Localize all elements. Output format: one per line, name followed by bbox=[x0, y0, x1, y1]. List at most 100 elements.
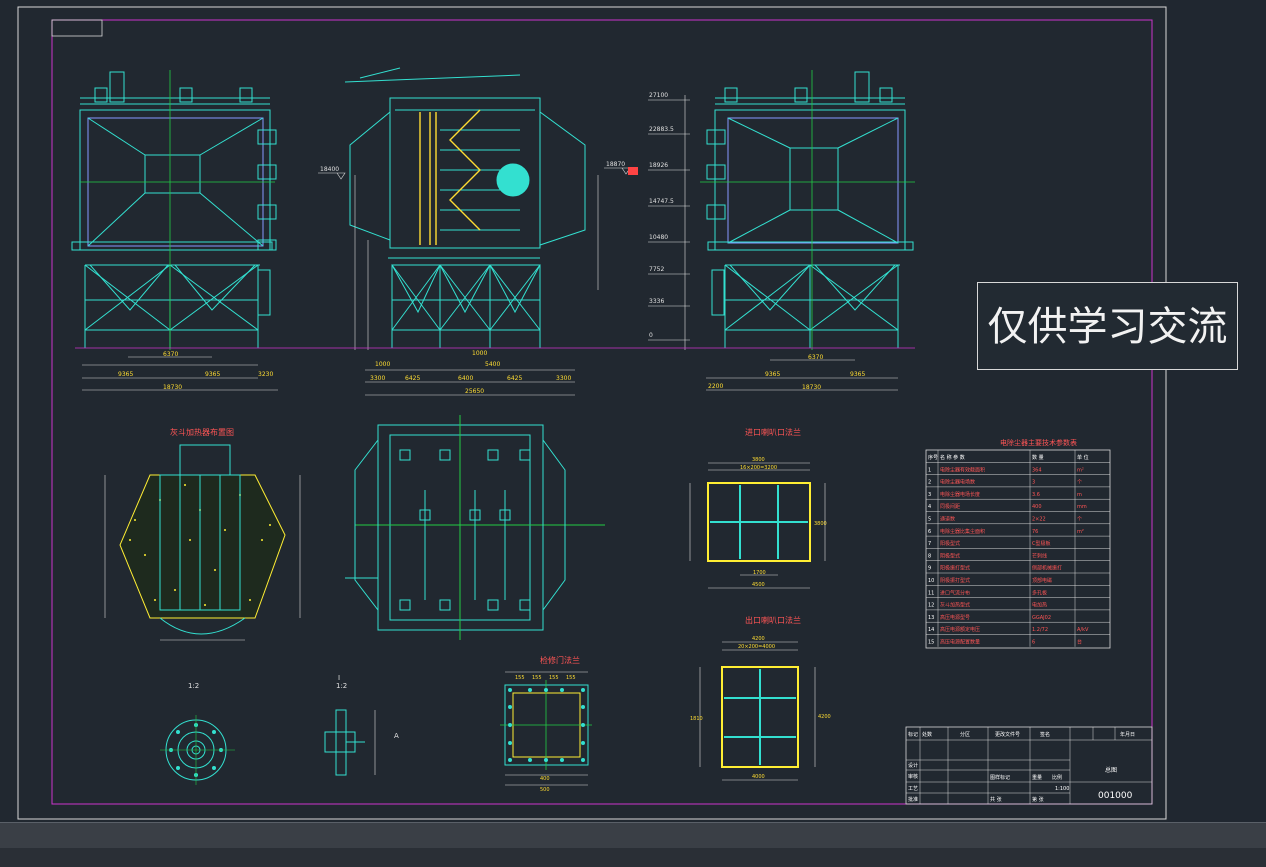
params-cell: m² bbox=[1077, 529, 1084, 535]
dim-text: 6370 bbox=[163, 351, 178, 358]
elevation-label: 10480 bbox=[649, 234, 668, 241]
params-cell: C型极板 bbox=[1032, 540, 1051, 547]
side-view-ladder bbox=[419, 109, 481, 245]
params-cell: 进口气流分布 bbox=[940, 589, 970, 596]
dim-text: 18730 bbox=[163, 384, 182, 391]
drawing-number: 001000 bbox=[1098, 791, 1133, 801]
params-cell: 76 bbox=[1032, 529, 1038, 535]
params-cell: 灰斗加热型式 bbox=[940, 602, 970, 609]
side-view-dims bbox=[354, 175, 599, 396]
params-cell: 同极间距 bbox=[940, 503, 960, 510]
left-elevation-centerlines bbox=[80, 70, 275, 350]
section-label: A bbox=[394, 732, 399, 740]
plan-view bbox=[345, 415, 605, 640]
cad-status-bar bbox=[0, 848, 1266, 867]
right-elevation-dim-text: 2200 9365 9365 18730 6370 bbox=[708, 354, 865, 391]
title-cell: 更改文件号 bbox=[995, 731, 1020, 738]
params-cell: 3 bbox=[1032, 480, 1035, 486]
dim-text: 3800 bbox=[814, 521, 827, 527]
params-header-cell: 名 称 参 数 bbox=[940, 454, 965, 461]
dim-text: 3300 bbox=[556, 375, 571, 382]
params-cell: 13 bbox=[928, 615, 934, 621]
section-label: 1:2 bbox=[188, 682, 199, 690]
params-table-title: 电除尘器主要技术参数表 bbox=[1000, 438, 1077, 447]
params-cell: 电除尘器有效截面积 bbox=[940, 466, 985, 473]
inlet-flange-view: 3800 16×200=3200 3800 1700 4500 bbox=[689, 457, 827, 589]
side-view-dim-text: 3300 6425 6400 6425 3300 25650 5400 1000… bbox=[370, 350, 571, 395]
hopper-detail-title: 灰斗加热器布置图 bbox=[170, 427, 234, 437]
elevation-label: 22883.5 bbox=[649, 126, 674, 133]
params-cell: 电除尘器电场长度 bbox=[940, 491, 980, 498]
small-flange-title: 检修门法兰 bbox=[540, 655, 580, 665]
title-cell: 工艺 bbox=[908, 786, 918, 792]
title-cell: 处数 bbox=[922, 731, 932, 738]
title-cell: 共 张 bbox=[990, 796, 1002, 803]
params-cell: 4 bbox=[928, 504, 931, 510]
drawing-name: 总图 bbox=[1105, 766, 1117, 774]
params-cell: 8 bbox=[928, 553, 931, 559]
params-cell: 9 bbox=[928, 566, 931, 572]
params-cell: 14 bbox=[928, 627, 934, 633]
params-cell: 12 bbox=[928, 603, 934, 609]
params-cell: 个 bbox=[1077, 480, 1082, 486]
params-cell: 400 bbox=[1032, 504, 1042, 510]
dim-text: 155 bbox=[549, 675, 559, 681]
section-label: I bbox=[338, 674, 340, 682]
left-elevation-dim-text: 6370 9365 9365 3230 18730 bbox=[118, 351, 273, 391]
params-cell: 1 bbox=[928, 467, 931, 473]
elevation-label: 18870 bbox=[606, 161, 625, 168]
bolt-detail-view: 1:2 bbox=[160, 682, 235, 785]
elevation-label: 18400 bbox=[320, 166, 339, 173]
dim-text: 1000 bbox=[472, 350, 487, 357]
params-cell: 3 bbox=[928, 492, 931, 498]
dim-text: 1000 bbox=[375, 361, 390, 368]
params-header-cell: 单 位 bbox=[1077, 454, 1089, 461]
params-cell: m² bbox=[1077, 467, 1084, 473]
dim-text: 3800 bbox=[752, 457, 765, 463]
section-detail-view: I 1:2 A bbox=[324, 674, 399, 776]
elevation-label: 27100 bbox=[649, 92, 668, 99]
dim-text: 155 bbox=[566, 675, 576, 681]
dim-text: 4000 bbox=[752, 774, 765, 780]
outlet-flange-title: 出口喇叭口法兰 bbox=[745, 615, 801, 625]
cad-command-bar[interactable] bbox=[0, 822, 1266, 849]
title-cell: 年月日 bbox=[1120, 731, 1135, 738]
elevation-label: 14747.5 bbox=[649, 198, 674, 205]
workspace-right-margin bbox=[1168, 0, 1266, 822]
params-cell: 高压电源额定电压 bbox=[940, 626, 980, 633]
dim-text: 3300 bbox=[370, 375, 385, 382]
outlet-flange-view: 4200 20×200=4000 4200 4000 1810 bbox=[690, 636, 831, 781]
title-cell: 标记 bbox=[908, 731, 918, 738]
dim-text: 9365 bbox=[205, 371, 220, 378]
dim-text: 4200 bbox=[752, 636, 765, 642]
params-cell: 15 bbox=[928, 640, 934, 646]
left-elevation-view bbox=[71, 71, 277, 348]
params-cell: 台 bbox=[1077, 639, 1082, 646]
dim-text: 9365 bbox=[118, 371, 133, 378]
dim-text: 6370 bbox=[808, 354, 823, 361]
params-header-cell: 序号 bbox=[928, 454, 938, 461]
title-cell: 第 张 bbox=[1032, 796, 1044, 803]
params-cell: 侧部机械振打 bbox=[1032, 565, 1062, 572]
left-elevation-dims bbox=[82, 356, 278, 391]
scale-value: 1:100 bbox=[1055, 786, 1069, 792]
elevation-label: 18926 bbox=[649, 162, 668, 169]
params-cell: A/kV bbox=[1077, 627, 1089, 633]
elevation-column: 27100 22883.5 18926 14747.5 10480 7752 3… bbox=[648, 92, 690, 350]
elevation-label: 3336 bbox=[649, 298, 664, 305]
dim-text: 18730 bbox=[802, 384, 821, 391]
params-cell: 6 bbox=[1032, 640, 1035, 646]
title-cell: 比例 bbox=[1052, 774, 1062, 781]
params-cell: 10 bbox=[928, 578, 934, 584]
elevation-label: 7752 bbox=[649, 266, 664, 273]
dim-text: 2200 bbox=[708, 383, 723, 390]
side-elevation-view bbox=[344, 67, 586, 348]
title-block: 标记 处数 分区 更改文件号 签名 年月日 设计 审核 工艺 批准 图样标记 重… bbox=[905, 726, 1153, 805]
params-cell: 7 bbox=[928, 541, 931, 547]
params-cell: 多孔板 bbox=[1032, 589, 1047, 596]
elevation-label: 0 bbox=[649, 332, 653, 339]
right-elevation-dims bbox=[706, 359, 898, 391]
params-cell: 阴极型式 bbox=[940, 552, 960, 559]
